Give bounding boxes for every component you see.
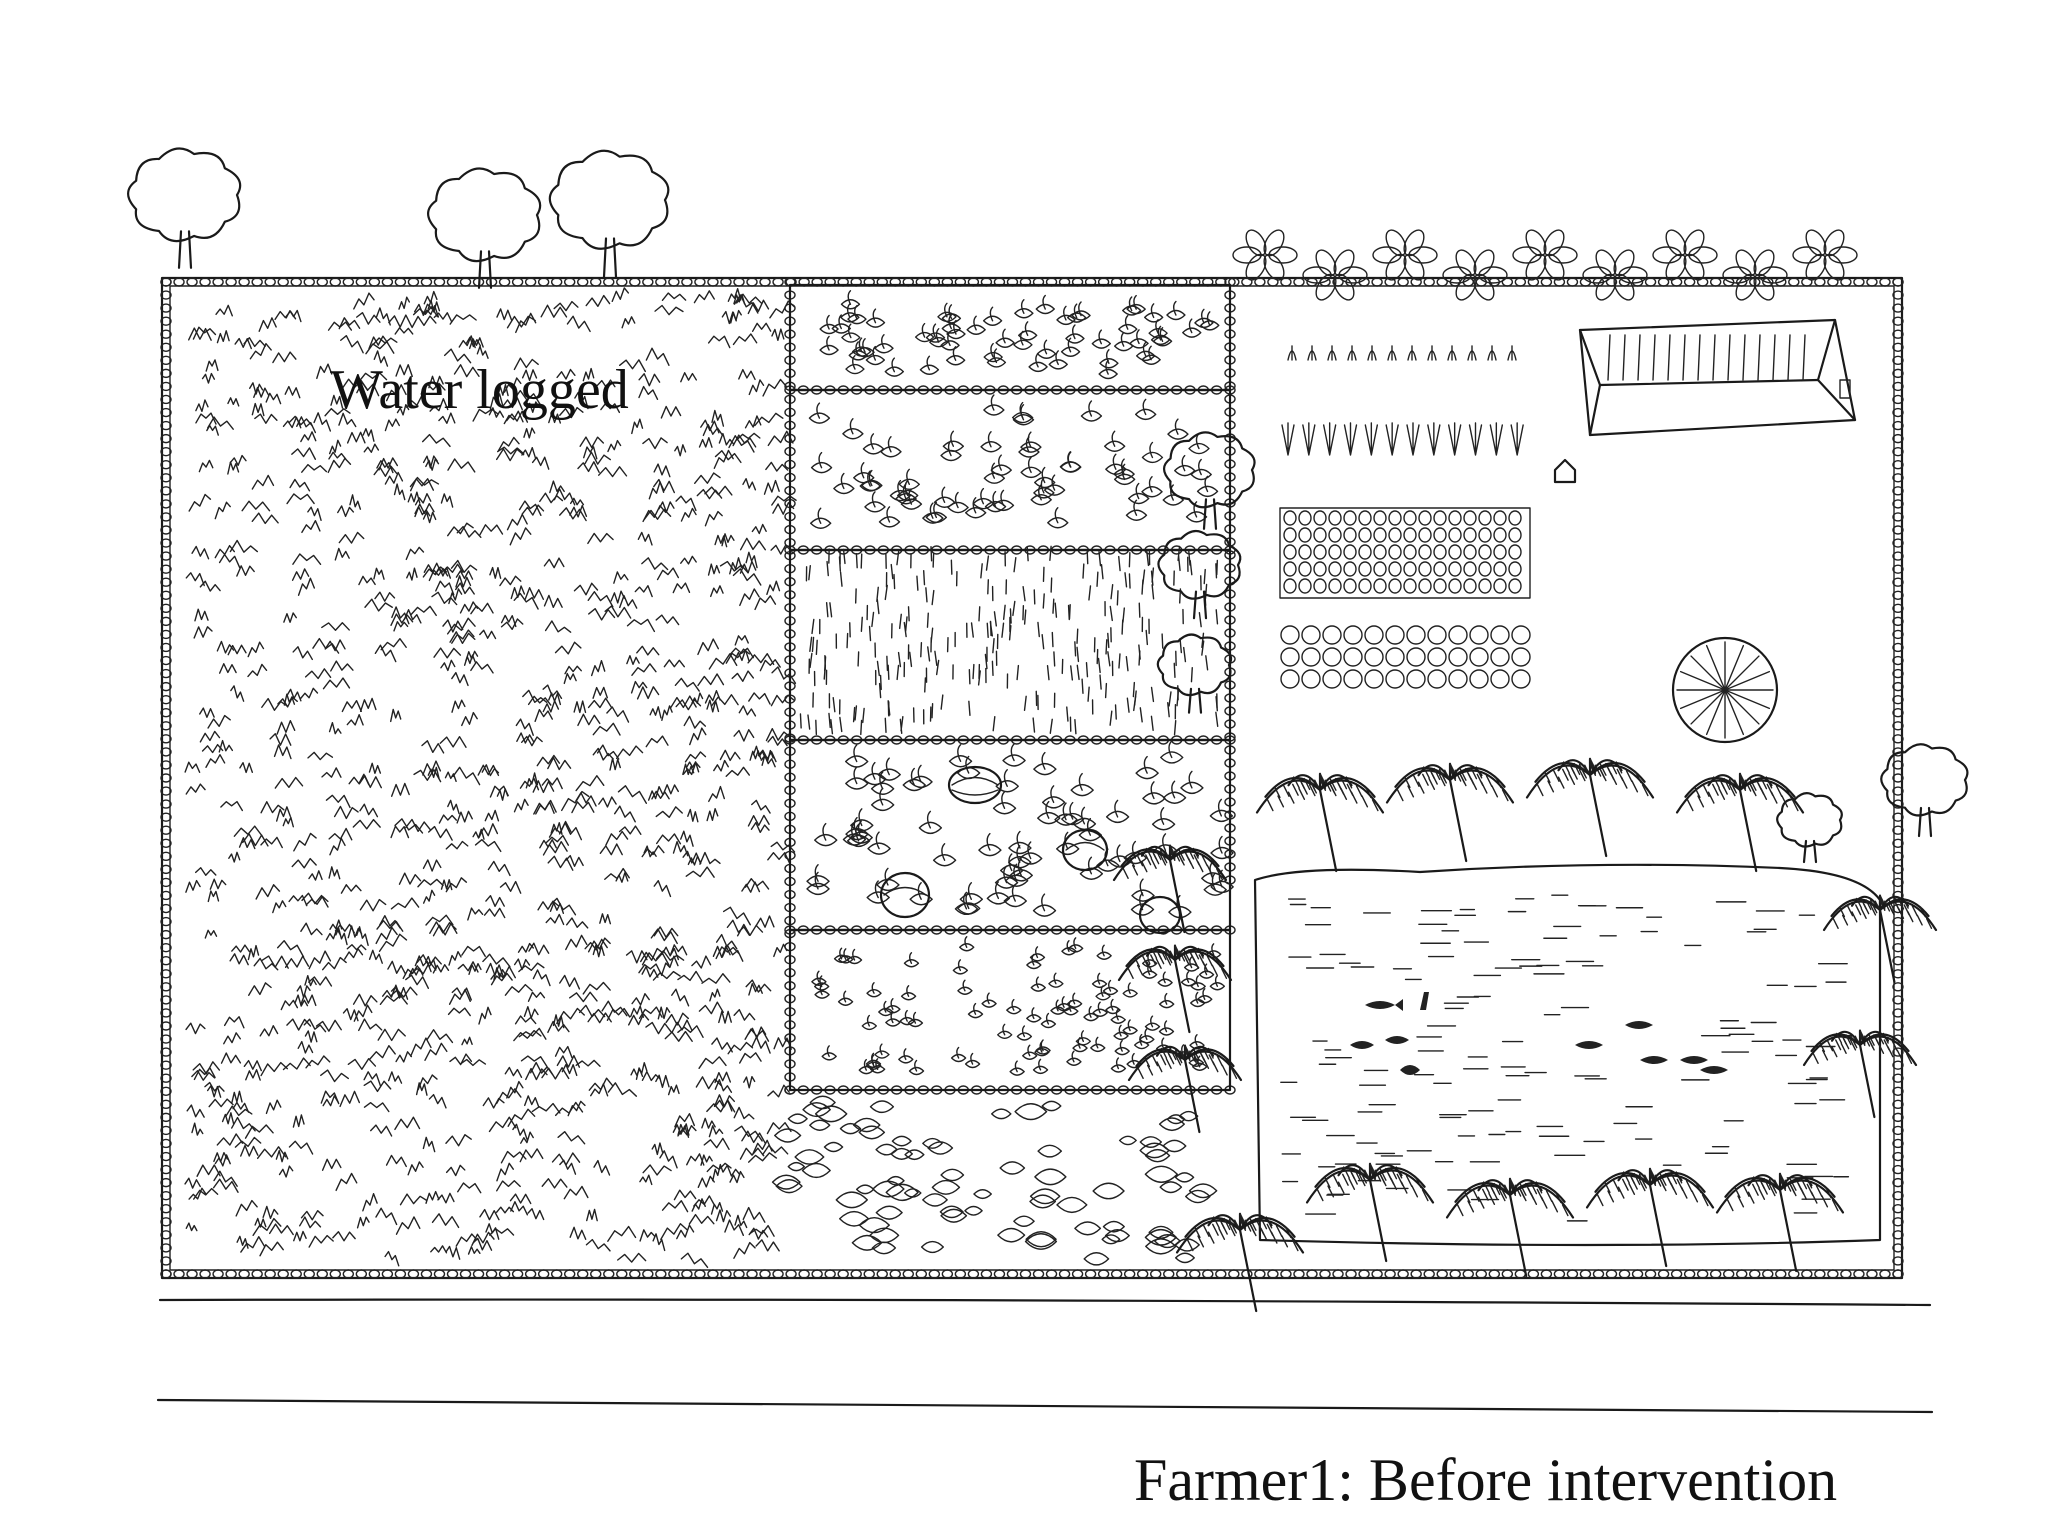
melon-fruits bbox=[879, 765, 1182, 935]
figure-caption: Farmer1: Before intervention bbox=[1134, 1447, 1837, 1513]
middle-plots bbox=[771, 283, 1234, 1266]
grass-scribbles bbox=[184, 287, 797, 1269]
pond-ripples bbox=[1280, 894, 1853, 1222]
pond bbox=[1253, 863, 1882, 1247]
plot-crops bbox=[799, 290, 1234, 1076]
trees bbox=[127, 147, 1969, 864]
waterlogged-area bbox=[184, 287, 797, 1269]
road bbox=[156, 1298, 1934, 1414]
waterlogged-label: Water logged bbox=[330, 359, 629, 421]
fish bbox=[1350, 992, 1728, 1075]
roof-lines bbox=[1607, 334, 1806, 381]
coconut-palms bbox=[1112, 757, 1938, 1313]
right-area bbox=[1253, 318, 1882, 1247]
vegetable-beds bbox=[1279, 345, 1531, 689]
farm-house bbox=[1553, 318, 1857, 484]
bottom-creepers bbox=[771, 1095, 1218, 1266]
